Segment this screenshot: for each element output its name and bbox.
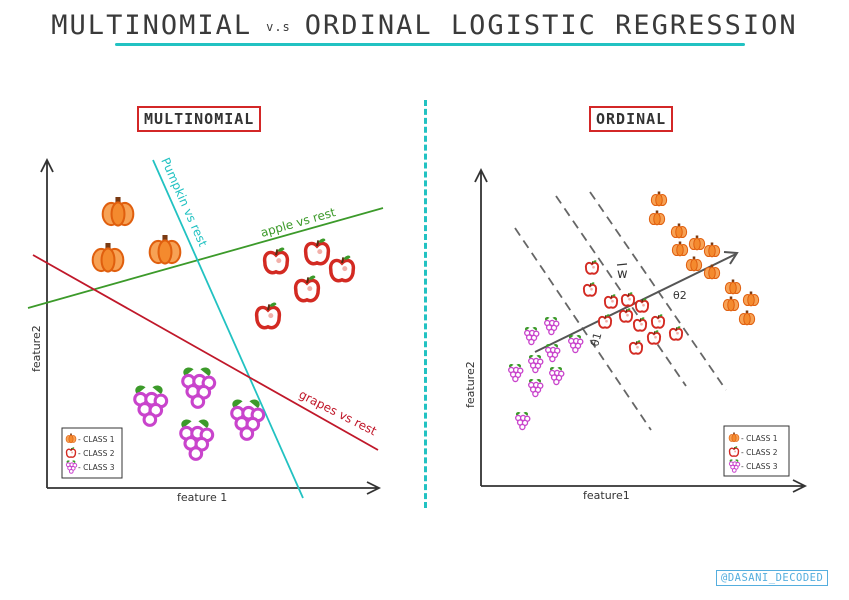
grapes-boundary-label: grapes vs rest xyxy=(297,387,379,438)
apple-icon xyxy=(303,236,331,266)
pumpkin-boundary-line xyxy=(152,159,304,499)
grapes-icon xyxy=(133,383,169,427)
pumpkin-icon xyxy=(703,263,721,280)
apple-icon xyxy=(584,259,600,275)
ordinal-panel: feature1 feature2 w θ1 θ2 xyxy=(464,167,808,502)
apple-icon xyxy=(262,245,290,275)
pumpkin-icon xyxy=(650,190,668,207)
multinomial-ylabel: feature2 xyxy=(30,325,43,372)
legend-class-1: - CLASS 1 xyxy=(78,435,115,444)
title-underline xyxy=(115,43,745,46)
ordinal-legend: - CLASS 1 - CLASS 2 - CLASS 3 xyxy=(723,425,790,477)
multinomial-xlabel: feature 1 xyxy=(177,491,227,504)
threshold-line-middle xyxy=(555,195,687,387)
title-vs: v.s xyxy=(266,20,291,34)
apple-icon xyxy=(668,325,684,341)
page-title: MULTINOMIAL v.s ORDINAL LOGISTIC REGRESSIO… xyxy=(0,10,849,41)
pumpkin-boundary-label: Pumpkin vs rest xyxy=(158,156,210,249)
pumpkin-icon xyxy=(101,195,135,227)
multinomial-class2-points xyxy=(254,236,356,330)
pumpkin-icon xyxy=(148,233,182,265)
grapes-icon xyxy=(230,397,266,441)
apple-boundary-line xyxy=(27,207,384,309)
weight-vector-label: w xyxy=(617,267,628,282)
multinomial-class1-points xyxy=(91,195,182,273)
ordinal-ylabel: feature2 xyxy=(464,361,477,408)
pumpkin-icon xyxy=(703,241,721,258)
apple-icon xyxy=(620,291,636,307)
theta2-label: θ2 xyxy=(673,289,687,302)
pumpkin-icon xyxy=(688,234,706,251)
grapes-icon xyxy=(515,411,531,431)
apple-icon xyxy=(646,329,662,345)
weight-vector-label-bar xyxy=(616,263,628,266)
grapes-icon xyxy=(508,363,524,383)
grapes-icon xyxy=(524,326,540,346)
theta1-label: θ1 xyxy=(588,331,604,348)
ordinal-panel-title: ORDINAL xyxy=(589,106,674,132)
grapes-icon xyxy=(528,354,544,374)
panel-divider xyxy=(424,100,427,508)
grapes-icon xyxy=(545,343,561,363)
grapes-boundary-line xyxy=(32,254,379,451)
apple-icon xyxy=(632,316,648,332)
multinomial-panel: feature 1 feature2 apple vs rest Pumpkin… xyxy=(27,156,384,504)
grapes-icon xyxy=(549,366,565,386)
pumpkin-icon xyxy=(671,240,689,257)
pumpkin-icon xyxy=(91,241,125,273)
legend-class-2: - CLASS 2 xyxy=(78,449,115,458)
legend-class-2: - CLASS 2 xyxy=(741,448,778,457)
pumpkin-icon xyxy=(648,209,666,226)
apple-icon xyxy=(597,313,613,329)
pumpkin-icon xyxy=(722,295,740,312)
pumpkin-icon xyxy=(724,278,742,295)
ordinal-axes xyxy=(474,167,808,493)
ordinal-xlabel: feature1 xyxy=(583,489,630,502)
pumpkin-icon xyxy=(685,255,703,272)
multinomial-class3-points xyxy=(133,365,266,461)
apple-icon xyxy=(65,446,77,458)
apple-icon xyxy=(628,339,644,355)
multinomial-legend: - CLASS 1 - CLASS 2 - CLASS 3 xyxy=(61,427,123,479)
pumpkin-icon xyxy=(738,309,756,326)
apple-icon xyxy=(634,297,650,313)
watermark: @DASANI_DECODED xyxy=(716,570,829,586)
apple-icon xyxy=(293,273,321,303)
apple-icon xyxy=(603,293,619,309)
apple-icon xyxy=(328,253,356,283)
apple-icon xyxy=(582,281,598,297)
grapes-icon xyxy=(528,378,544,398)
legend-class-3: - CLASS 3 xyxy=(78,463,115,472)
grapes-icon xyxy=(181,365,217,409)
apple-boundary-label: apple vs rest xyxy=(259,205,337,240)
grapes-icon xyxy=(179,417,215,461)
apple-icon xyxy=(618,307,634,323)
multinomial-panel-title: MULTINOMIAL xyxy=(137,106,262,132)
legend-class-1: - CLASS 1 xyxy=(741,434,778,443)
apple-icon xyxy=(254,300,282,330)
pumpkin-icon xyxy=(670,222,688,239)
grapes-icon xyxy=(568,334,584,354)
multinomial-axes xyxy=(40,157,382,495)
ordinal-class1-points xyxy=(648,190,760,326)
apple-icon xyxy=(650,313,666,329)
pumpkin-icon xyxy=(742,290,760,307)
apple-icon xyxy=(728,445,740,457)
grapes-icon xyxy=(544,316,560,336)
title-left: MULTINOMIAL xyxy=(51,10,253,41)
title-right: ORDINAL LOGISTIC REGRESSION xyxy=(304,10,798,41)
legend-class-3: - CLASS 3 xyxy=(741,462,778,471)
